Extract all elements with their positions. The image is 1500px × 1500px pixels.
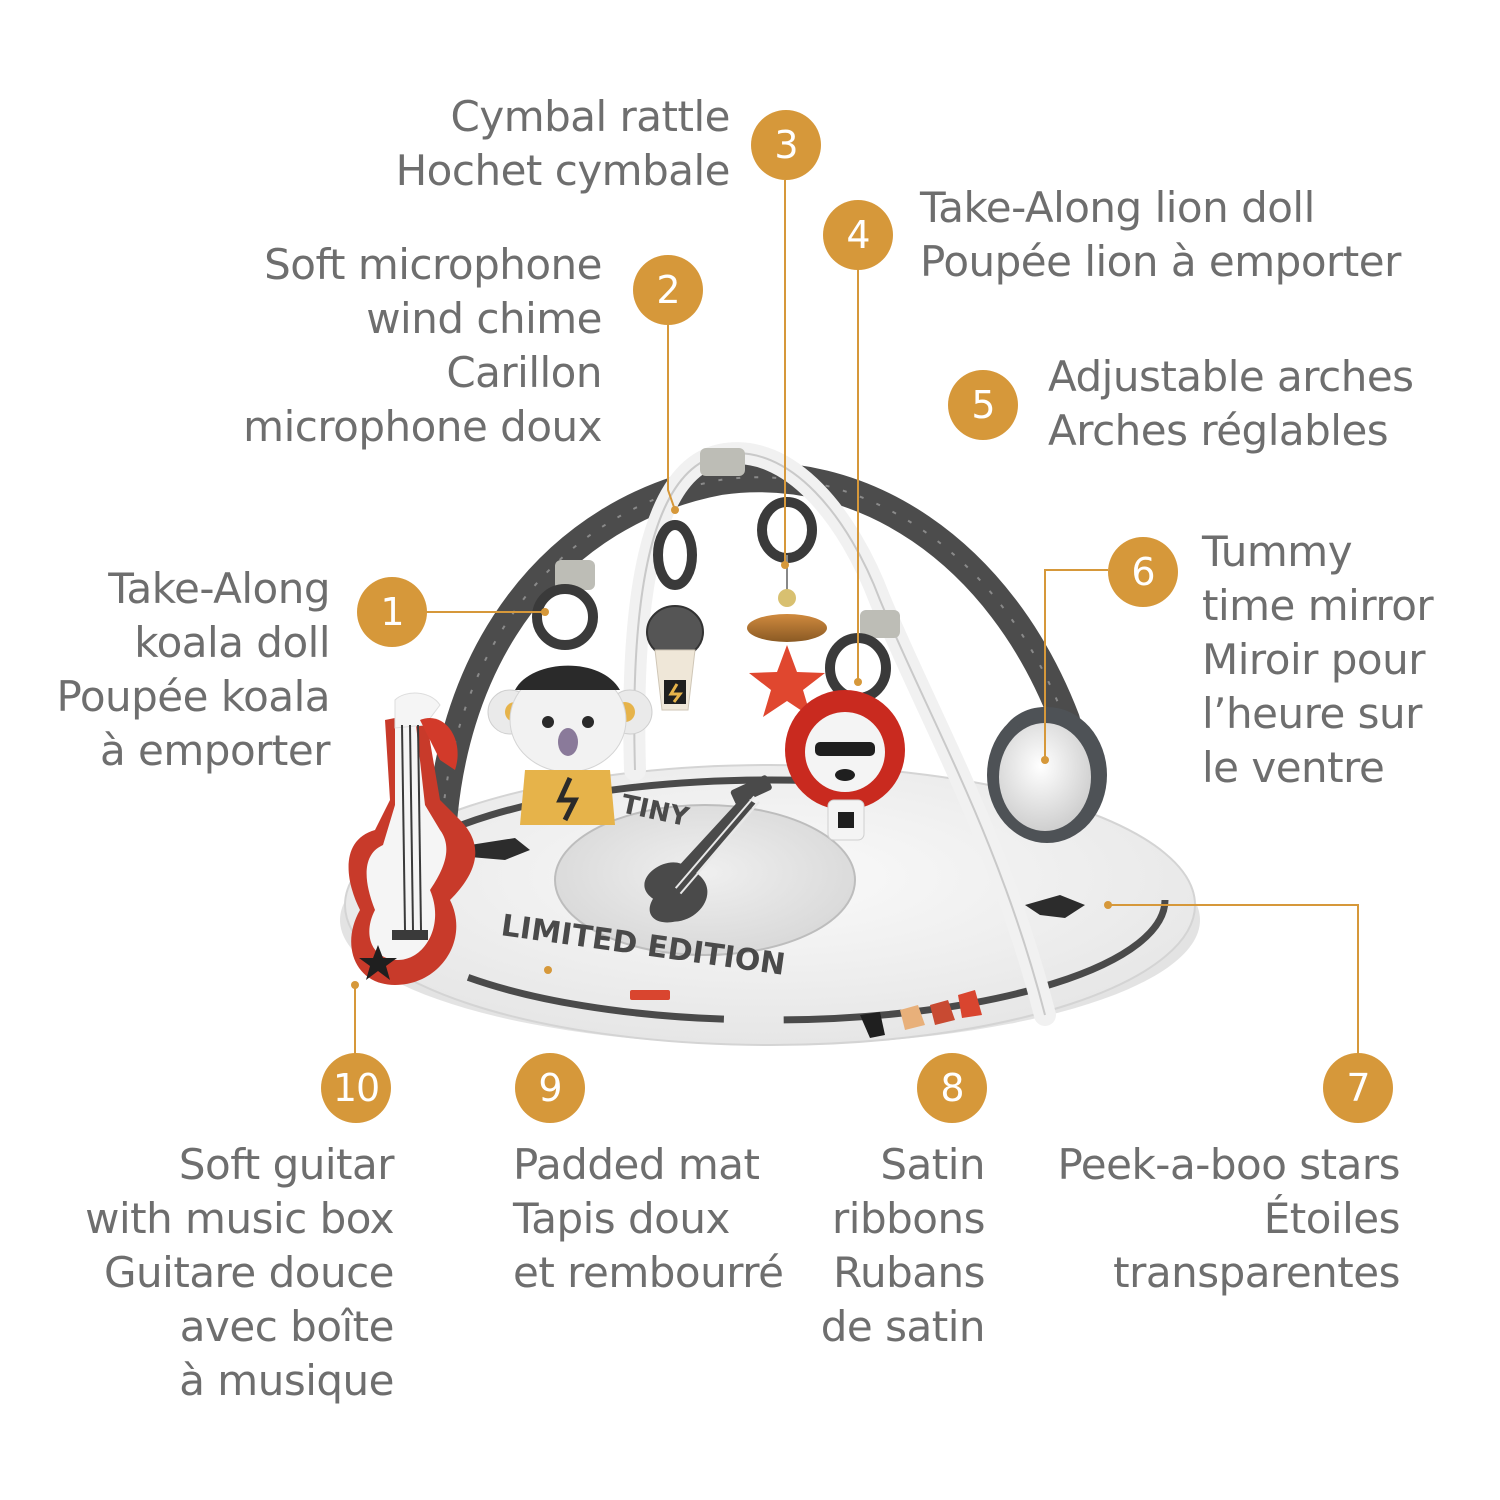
feature-badge-7: 7 xyxy=(1323,1053,1393,1123)
feature-badge-3: 3 xyxy=(751,110,821,180)
lion-doll xyxy=(785,690,905,841)
feature-badge-5: 5 xyxy=(948,370,1018,440)
feature-badge-8: 8 xyxy=(917,1053,987,1123)
adjustable-arches xyxy=(425,442,1080,1026)
cymbal-rattle xyxy=(747,555,827,717)
peek-a-boo-star xyxy=(470,838,530,860)
feature-badge-2: 2 xyxy=(633,255,703,325)
feature-badge-1: 1 xyxy=(357,577,427,647)
satin-ribbons xyxy=(860,990,982,1038)
leader-lines xyxy=(354,180,1359,1055)
hanging-rings xyxy=(532,497,891,703)
koala-doll xyxy=(487,665,653,825)
feature-badge-9: 9 xyxy=(515,1053,585,1123)
feature-badge-4: 4 xyxy=(823,200,893,270)
peek-a-boo-star xyxy=(1025,895,1085,918)
feature-badge-10: 10 xyxy=(321,1053,391,1123)
feature-badge-6: 6 xyxy=(1108,537,1178,607)
microphone-wind-chime xyxy=(646,605,704,711)
tummy-time-mirror xyxy=(987,707,1107,843)
soft-guitar xyxy=(348,692,476,985)
